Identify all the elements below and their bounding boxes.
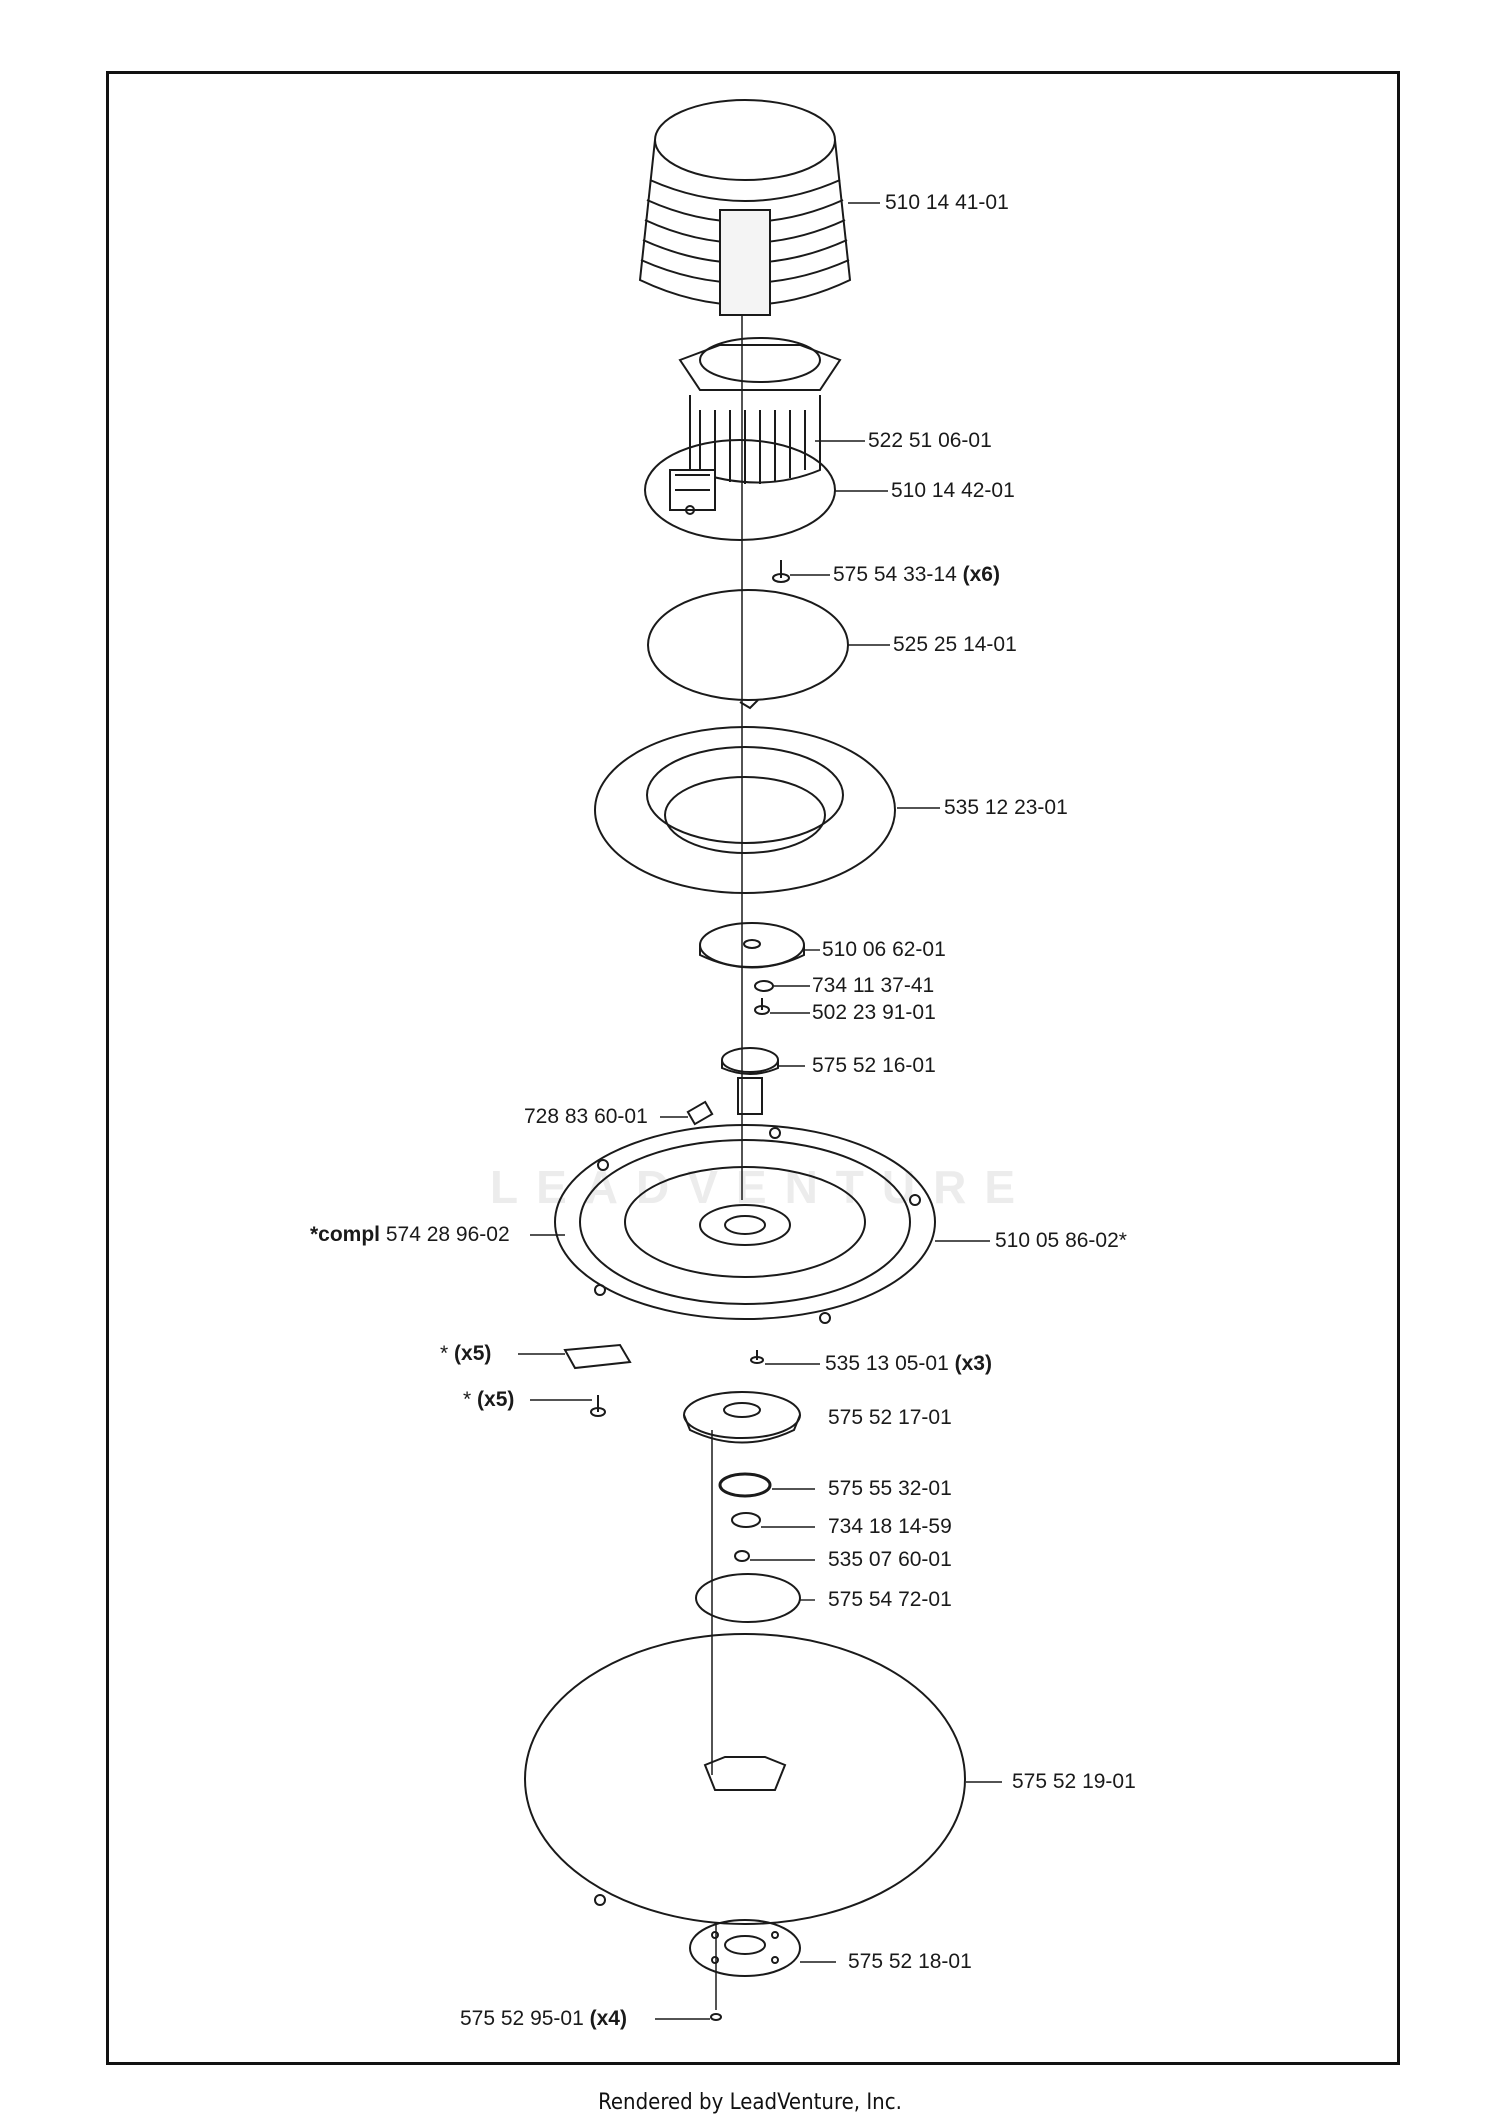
part-number: 574 28 96-02: [385, 1223, 510, 1246]
part-bolt-x5: [590, 1395, 606, 1417]
part-number: 734 18 14-59: [828, 1515, 952, 1538]
leader-lines: [518, 202, 1002, 2020]
part-number: 535 07 60-01: [828, 1548, 952, 1571]
quantity-label: (x5): [454, 1342, 492, 1365]
part-number: 575 52 18-01: [848, 1950, 972, 1973]
part-number: 575 52 16-01: [812, 1054, 936, 1077]
part-ring-535-12-23-01: [594, 726, 896, 894]
callout-535-13-05-01: 535 13 05-01 (x3): [825, 1352, 992, 1376]
part-housing-510-14-41-01: [638, 99, 852, 316]
part-nut-535-07-60-01: [734, 1550, 750, 1562]
callout-510-14-42-01: 510 14 42-01: [891, 479, 1015, 503]
part-number: 525 25 14-01: [893, 633, 1017, 656]
part-seal-575-55-32-01: [718, 1472, 772, 1498]
part-motor-522-51-06-01: [678, 337, 842, 484]
part-number: 510 14 41-01: [885, 191, 1009, 214]
part-number: 575 52 19-01: [1012, 1770, 1136, 1793]
callout-575-54-72-01: 575 54 72-01: [828, 1588, 952, 1612]
part-setscrew-728-83-60-01: [686, 1100, 714, 1126]
callout-510-06-62-01: 510 06 62-01: [822, 938, 946, 962]
part-number: 510 06 62-01: [822, 938, 946, 961]
callout-522-51-06-01: 522 51 06-01: [868, 429, 992, 453]
callout-575-55-32-01: 575 55 32-01: [828, 1477, 952, 1501]
part-number: 535 12 23-01: [944, 796, 1068, 819]
callout-575-52-18-01: 575 52 18-01: [848, 1950, 972, 1974]
part-number: 535 13 05-01: [825, 1352, 949, 1375]
part-hub-510-06-62-01: [699, 922, 805, 969]
callout-575-52-95-01: 575 52 95-01 (x4): [460, 2007, 627, 2031]
part-number: 728 83 60-01: [524, 1105, 648, 1128]
part-number: 510 14 42-01: [891, 479, 1015, 502]
callout-502-23-91-01: 502 23 91-01: [812, 1001, 936, 1025]
part-washer-734-18-14-59: [731, 1512, 761, 1528]
compl-prefix: *compl: [310, 1223, 381, 1246]
part-number: 575 52 17-01: [828, 1406, 952, 1429]
part-screw-575-52-95-01: [710, 2013, 722, 2021]
part-disc-525-25-14-01: [647, 589, 849, 710]
part-number: 734 11 37-41: [812, 974, 935, 997]
quantity-label: (x5): [477, 1388, 515, 1411]
callout-575-52-16-01: 575 52 16-01: [812, 1054, 936, 1078]
part-screw-535-13-05-01: [750, 1350, 764, 1364]
part-housing-575-52-17-01: [683, 1391, 801, 1444]
quantity-label: (x3): [954, 1352, 992, 1375]
footer-credit: Rendered by LeadVenture, Inc.: [598, 2090, 902, 2115]
part-clip-x5: [563, 1343, 632, 1370]
callout-575-52-17-01: 575 52 17-01: [828, 1406, 952, 1430]
part-blade-disc-575-52-19-01: [524, 1633, 966, 1925]
part-washer-734-11-37-41: [754, 980, 774, 992]
callout-734-11-37-41: 734 11 37-41: [812, 974, 934, 998]
part-plate-510-14-42-01: [644, 439, 836, 541]
diagram-frame: [106, 71, 1400, 2065]
part-number: *: [440, 1342, 449, 1365]
quantity-label: (x6): [962, 563, 1000, 586]
part-number: 502 23 91-01: [812, 1001, 936, 1024]
part-number: 575 52 95-01: [460, 2007, 584, 2030]
quantity-label: (x4): [589, 2007, 627, 2030]
callout-510-14-41-01: 510 14 41-01: [885, 191, 1009, 215]
part-number: 575 54 72-01: [828, 1588, 952, 1611]
part-number: 575 54 33-14: [833, 563, 957, 586]
part-number: *: [463, 1388, 472, 1411]
callout-734-18-14-59: 734 18 14-59: [828, 1515, 952, 1539]
part-disc-575-54-72-01: [695, 1573, 801, 1623]
part-plate-510-05-86-02: [554, 1124, 936, 1324]
callout-510-05-86-02: 510 05 86-02*: [995, 1229, 1127, 1253]
callout-bolt-x5: * (x5): [463, 1388, 514, 1412]
callout-clip-x5: * (x5): [440, 1342, 491, 1366]
part-plate-575-52-18-01: [689, 1919, 801, 1977]
callout-535-12-23-01: 535 12 23-01: [944, 796, 1068, 820]
callout-525-25-14-01: 525 25 14-01: [893, 633, 1017, 657]
part-screw-502-23-91-01: [754, 998, 770, 1015]
callout-574-28-96-02: *compl 574 28 96-02: [310, 1223, 510, 1247]
callout-728-83-60-01: 728 83 60-01: [524, 1105, 648, 1129]
part-number: 575 55 32-01: [828, 1477, 952, 1500]
part-number: 510 05 86-02*: [995, 1229, 1127, 1252]
part-screw-575-54-33-14: [772, 560, 790, 583]
part-number: 522 51 06-01: [868, 429, 992, 452]
part-hub-575-52-16-01: [721, 1047, 779, 1115]
callout-535-07-60-01: 535 07 60-01: [828, 1548, 952, 1572]
callout-575-54-33-14: 575 54 33-14 (x6): [833, 563, 1000, 587]
callout-575-52-19-01: 575 52 19-01: [1012, 1770, 1136, 1794]
